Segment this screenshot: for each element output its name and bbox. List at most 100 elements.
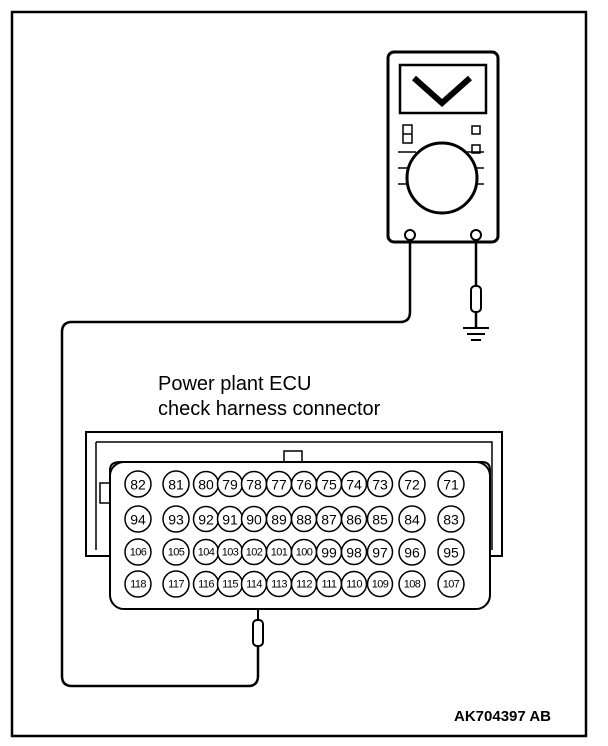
connector-pin: 97 [366, 538, 394, 566]
rotary-dial-icon [405, 141, 479, 215]
pin-number: 93 [168, 512, 184, 528]
connector-pin: 102 [240, 538, 268, 566]
pin-number: 113 [271, 579, 287, 591]
indicator-square-icon [471, 144, 481, 154]
connector-pin: 91 [216, 505, 244, 533]
pin-number: 116 [198, 579, 214, 591]
connector-pin: 95 [437, 538, 465, 566]
pin-number: 85 [372, 512, 388, 528]
pin-circle [366, 570, 394, 598]
connector-pin: 82 [124, 470, 152, 498]
pin-circle [366, 538, 394, 566]
pin-number: 111 [322, 579, 337, 591]
connector-pin: 98 [340, 538, 368, 566]
pin-circle [162, 538, 190, 566]
pin-number: 81 [168, 477, 184, 493]
pin-number: 88 [296, 512, 312, 528]
connector-pin: 113 [265, 570, 293, 598]
volt-symbol [412, 75, 472, 108]
pin-circle [437, 570, 465, 598]
pin-number: 103 [222, 547, 239, 559]
connector-pin: 77 [265, 470, 293, 498]
pin-number: 107 [443, 579, 460, 591]
pin-number: 104 [198, 547, 215, 559]
connector-pin: 89 [265, 505, 293, 533]
connector-pin: 87 [315, 505, 343, 533]
pin-number: 101 [271, 547, 288, 559]
pin-number: 78 [246, 477, 262, 493]
connector-label-line1: Power plant ECU [158, 373, 311, 395]
connector-pin: 112 [290, 570, 318, 598]
pin-circle [162, 505, 190, 533]
pin-circle [398, 470, 426, 498]
pin-number: 75 [321, 477, 337, 493]
pin-number: 118 [130, 579, 146, 591]
connector-pin: 75 [315, 470, 343, 498]
connector-pin: 71 [437, 470, 465, 498]
connector-pin: 80 [192, 470, 220, 498]
connector-pin: 93 [162, 505, 190, 533]
dial-frame [398, 151, 484, 185]
connector-pin: 81 [162, 470, 190, 498]
connector-pin: 72 [398, 470, 426, 498]
pin-circle [124, 470, 152, 498]
connector-pin: 108 [398, 570, 426, 598]
pin-number: 114 [246, 579, 262, 591]
positive-lead-wire [60, 240, 412, 688]
pin-number: 109 [372, 579, 389, 591]
pin-number: 76 [296, 477, 312, 493]
connector-pin: 94 [124, 505, 152, 533]
ground-lead [463, 240, 489, 341]
pin-circle [340, 570, 368, 598]
figure-frame [10, 10, 588, 738]
connector-pin: 92 [192, 505, 220, 533]
connector-pin: 117 [162, 570, 190, 598]
connector-pin: 76 [290, 470, 318, 498]
connector-pin: 88 [290, 505, 318, 533]
pin-number: 82 [130, 477, 146, 493]
connector-pin: 106 [124, 538, 152, 566]
pin-circle [162, 570, 190, 598]
ground-probe-icon [470, 285, 482, 313]
connector-pin: 104 [192, 538, 220, 566]
connector-pin: 78 [240, 470, 268, 498]
pin-circle [162, 470, 190, 498]
voltmeter: V [386, 50, 500, 244]
pin-circle [398, 570, 426, 598]
ground-symbol-icon [463, 327, 489, 341]
figure-id: AK704397 AB [454, 708, 551, 725]
connector-pin: 110 [340, 570, 368, 598]
positive-jack-icon [404, 229, 416, 241]
connector-pin: 101 [265, 538, 293, 566]
pin-number: 97 [372, 545, 388, 561]
connector-pin: 103 [216, 538, 244, 566]
connector-pin: 86 [340, 505, 368, 533]
connector-pin: 100 [290, 538, 318, 566]
connector-pin: 99 [315, 538, 343, 566]
connector-label-line2: check harness connector [158, 398, 381, 420]
test-probe-icon [252, 619, 264, 647]
pin-number: 96 [404, 545, 420, 561]
pin-number: 110 [346, 579, 362, 591]
pin-circle [340, 538, 368, 566]
negative-jack-icon [470, 229, 482, 241]
pin-number: 95 [443, 545, 459, 561]
pin-circle [340, 505, 368, 533]
pin-circle [366, 505, 394, 533]
pin-number: 84 [404, 512, 420, 528]
pin-circle [124, 538, 152, 566]
pin-number: 80 [198, 477, 214, 493]
pin-circle [437, 505, 465, 533]
connector-pin: 79 [216, 470, 244, 498]
pin-circle [398, 505, 426, 533]
pin-number: 117 [168, 579, 184, 591]
pin-number: 73 [372, 477, 388, 493]
pin-number: 106 [130, 547, 147, 559]
pin-circle [124, 570, 152, 598]
pin-number: 89 [271, 512, 287, 528]
connector-pin: 74 [340, 470, 368, 498]
indicator-square-icon [471, 125, 481, 135]
